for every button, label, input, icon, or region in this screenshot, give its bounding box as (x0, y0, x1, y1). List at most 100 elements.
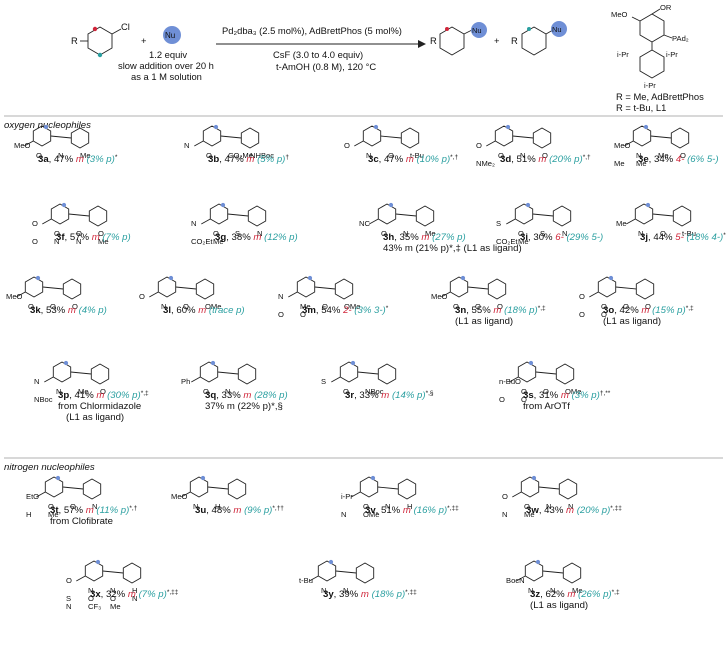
major-isomer: 6- (555, 232, 564, 243)
atom-label: O (100, 387, 106, 396)
arene-ring (50, 203, 70, 225)
major-isomer: m (538, 154, 546, 165)
separator: , (648, 232, 653, 243)
major-isomer: m (421, 232, 429, 243)
compound-id: 3v (365, 505, 376, 516)
bond (220, 135, 242, 139)
atom-label: N (191, 219, 196, 228)
meta-site-marker (213, 124, 219, 130)
major-isomer: m (253, 232, 261, 243)
atom-label: Me (78, 387, 89, 396)
meta-site-marker (531, 475, 537, 481)
atom-label: MeO (614, 141, 631, 150)
bond (441, 291, 451, 298)
bond (509, 376, 519, 383)
bond (16, 291, 26, 298)
atom-label: N (88, 586, 93, 595)
bond (369, 218, 379, 225)
compound-yield: 62% (545, 589, 565, 600)
minor-isomer: (14% p) (392, 390, 426, 401)
separator: , (101, 589, 106, 600)
minor-isomer: (26% p) (578, 589, 612, 600)
arene-ring (377, 203, 397, 225)
atom-label: Me (518, 237, 529, 246)
meta-site-marker (61, 202, 67, 208)
nucleophile-ring (240, 127, 260, 149)
atom-label: N (278, 292, 283, 301)
compound-yield: 30% (533, 232, 553, 243)
atom-label: N (546, 502, 551, 511)
ligand-atom: MeO (611, 10, 628, 19)
atom-label: t-Bu (299, 576, 313, 585)
compound-caption: 3t, 57% m (11% p)*,† (50, 505, 138, 517)
minor-isomer: (18% p) (372, 589, 406, 600)
arene-ring (202, 125, 222, 147)
compound-yield: 51% (381, 505, 401, 516)
cl-label: Cl (121, 21, 130, 32)
atom-label: O (476, 141, 482, 150)
atom-label: OMe (205, 302, 221, 311)
major-isomer: m (641, 305, 649, 316)
atom-label: O (139, 292, 145, 301)
separator: , (219, 154, 224, 165)
compound-caption: 3k, 53% m (4% p) (30, 305, 107, 316)
minor-isomer: (16% p) (414, 505, 448, 516)
atom-label: O (521, 387, 527, 396)
compound-id: 3d (500, 154, 511, 165)
compound-yield: 31% (539, 390, 559, 401)
compound-yield: 42% (620, 305, 640, 316)
separator: , (226, 232, 231, 243)
minor-isomer: (15% p) (652, 305, 686, 316)
nucleophile-circle-icon (163, 26, 181, 44)
compound-id: 3j (640, 232, 648, 243)
compound-note: (L1 as ligand) (66, 412, 124, 423)
major-isomer: m (567, 589, 575, 600)
footnote-mark: † (285, 154, 289, 161)
compound-id: 3o (603, 305, 614, 316)
arene-ring (339, 361, 359, 383)
major-isomer: m (243, 390, 251, 401)
meta-site-marker (200, 475, 206, 481)
compound-yield: 53% (46, 305, 66, 316)
minor-isomer: (18% p) (504, 305, 538, 316)
footnote-mark: †,** (600, 390, 611, 397)
nucleophile-ring (397, 478, 417, 500)
bond (175, 286, 197, 290)
atom-label: N (184, 141, 189, 150)
meta-site-marker (328, 559, 334, 565)
minor-isomer: (30% p) (107, 390, 141, 401)
atom-label: N (366, 151, 371, 160)
atom-label: O (363, 502, 369, 511)
ligand-atom: PAd₂ (672, 34, 689, 43)
compound-caption: 3r, 33% m (14% p)*,§ (345, 390, 434, 402)
compound-id: 3b (208, 154, 219, 165)
compound-id: 3i (520, 232, 528, 243)
bond (24, 140, 34, 147)
major-isomer: m (198, 305, 206, 316)
nu-label: Nu (165, 31, 175, 40)
major-isomer: m (406, 154, 414, 165)
compound-id: 3h (383, 232, 394, 243)
atom-label: O (50, 302, 56, 311)
atom-label: CO₂Et (191, 237, 213, 246)
bond (201, 218, 211, 225)
meta-site-marker (643, 124, 649, 130)
atom-label: MeO (431, 292, 448, 301)
compound-yield: 39% (339, 589, 359, 600)
minor-isomer: (27% p) (432, 232, 466, 243)
bond (36, 491, 46, 498)
nuc-addition: slow addition over 20 h (118, 60, 214, 71)
bond (512, 491, 522, 498)
nucleophile-ring (355, 562, 375, 584)
separator: , (394, 232, 399, 243)
ligand-atom: i-Pr (617, 50, 629, 59)
compound-caption: 3e, 34% 4- (6% 5-) (638, 154, 719, 165)
bond (76, 575, 86, 582)
section-oxygen: oxygen nucleophiles (4, 120, 91, 131)
atom-label: N (520, 151, 525, 160)
bond (191, 376, 201, 383)
minor-isomer: (20% p) (577, 505, 611, 516)
